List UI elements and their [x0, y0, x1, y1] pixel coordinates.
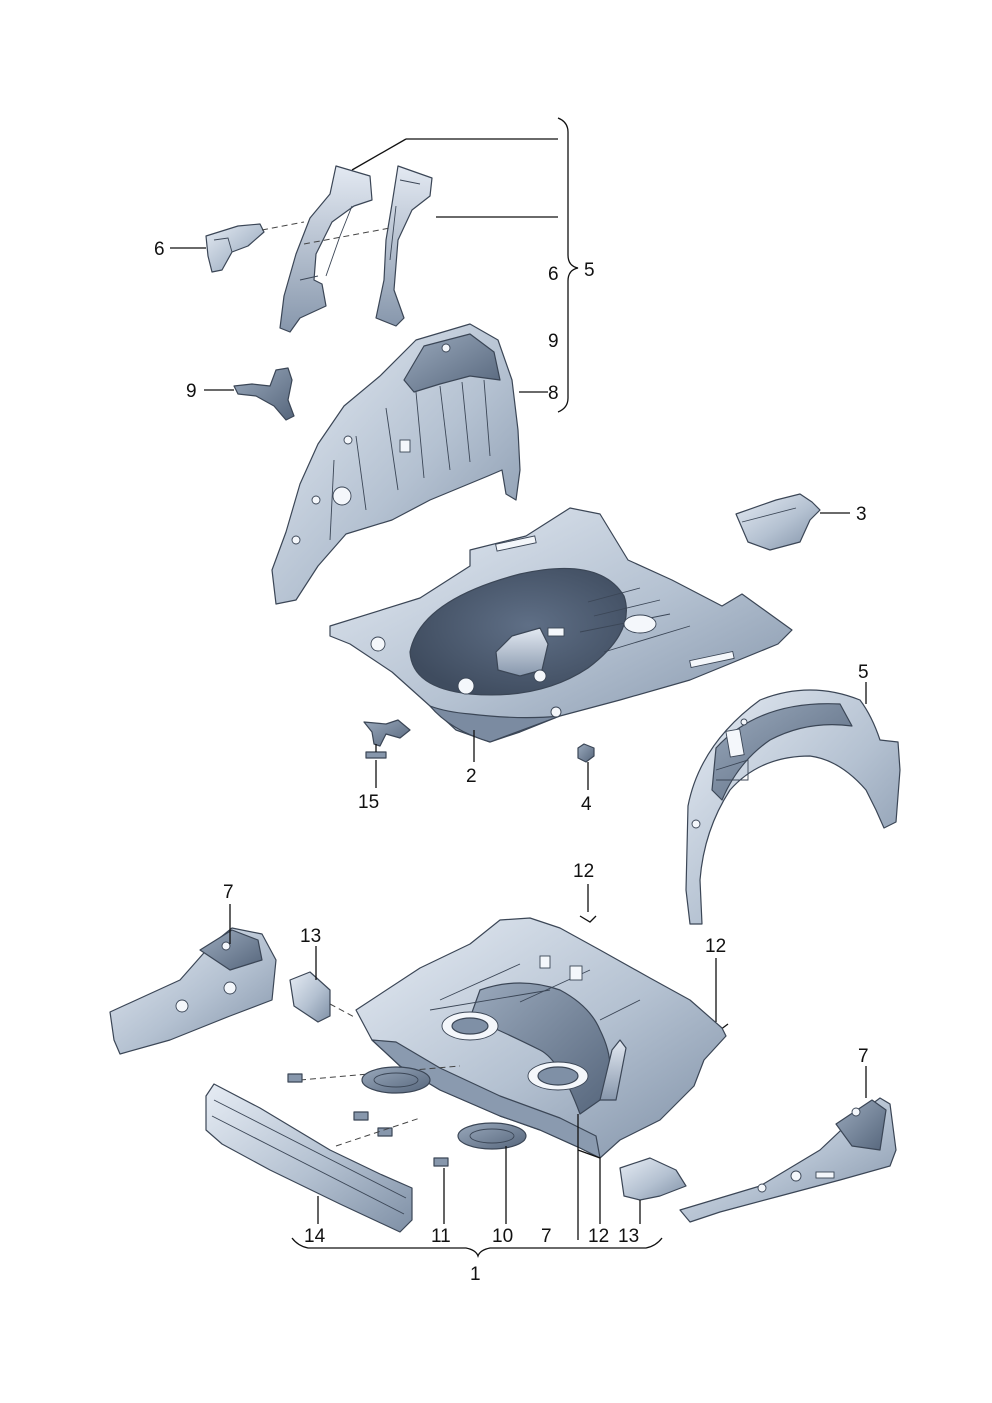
- callout-11: 11: [431, 1226, 451, 1247]
- part-7-right-sill: 7: [679, 1046, 897, 1223]
- part-2-rear-floor: 2: [329, 507, 793, 787]
- part-13-bottom: 13: [618, 1157, 687, 1247]
- callout-13-bottom: 13: [618, 1226, 639, 1247]
- callout-3: 3: [856, 504, 867, 525]
- callout-13-left: 13: [300, 926, 321, 947]
- part-13-left: 13: [289, 926, 357, 1023]
- bracket-group-1: 7 12 1: [291, 1114, 663, 1285]
- part-3-cover: 3: [735, 493, 867, 551]
- callout-9-left: 9: [186, 381, 197, 402]
- callout-10: 10: [492, 1226, 513, 1247]
- part-1-main-floor: [299, 917, 727, 1159]
- callout-7-bottom: 7: [541, 1226, 552, 1247]
- part-15-clip: 15: [358, 719, 411, 813]
- callout-1: 1: [470, 1264, 481, 1285]
- part-5-wheelhouse: 5: [685, 662, 901, 925]
- bracket-group-5: 5 6 9 8: [351, 117, 595, 413]
- callout-15: 15: [358, 792, 379, 813]
- callout-6-bracket: 6: [548, 264, 559, 285]
- callout-12-bottom: 12: [588, 1226, 609, 1247]
- callout-12-mid: 12: [705, 936, 726, 957]
- callout-5-bracket: 5: [584, 260, 595, 281]
- part-4-clip: 4: [577, 743, 595, 815]
- callout-7-left: 7: [223, 882, 234, 903]
- part-8-side-panel: [271, 323, 521, 605]
- part-7-left-sill: 7: [109, 882, 277, 1055]
- callout-9-bracket: 9: [548, 331, 559, 352]
- callout-6-left: 6: [154, 239, 165, 260]
- part-6-small-bracket: 6: [154, 221, 305, 273]
- part-pillar-outer: [303, 165, 433, 327]
- callout-4: 4: [581, 794, 592, 815]
- part-12-markers: 12 12: [573, 861, 729, 1031]
- callout-8: 8: [548, 383, 559, 404]
- callout-7-right: 7: [858, 1046, 869, 1067]
- part-pillar-inner: [279, 165, 373, 333]
- callout-2: 2: [466, 766, 477, 787]
- part-10-covers: 10: [361, 1066, 527, 1247]
- callout-12-top: 12: [573, 861, 594, 882]
- part-9-bracket: 9: [186, 367, 295, 421]
- callout-14: 14: [304, 1226, 326, 1247]
- part-14-cross-member: 14: [205, 1083, 413, 1247]
- part-11-clips: 11: [287, 1073, 451, 1247]
- callout-5-right: 5: [858, 662, 869, 683]
